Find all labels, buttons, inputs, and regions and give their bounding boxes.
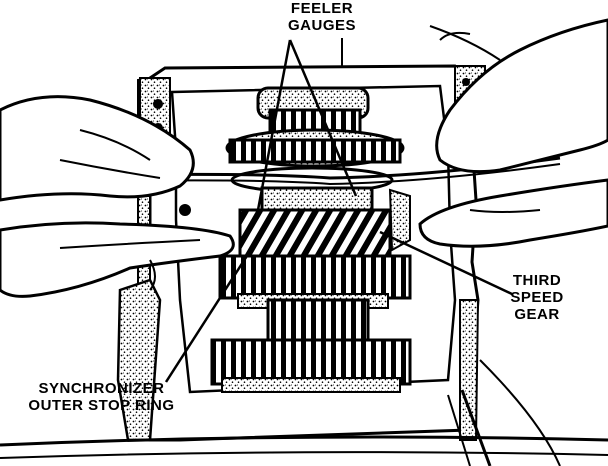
leader-lines: [164, 39, 513, 383]
label-feeler-line-2: GAUGES: [287, 17, 356, 34]
left-hand-lower: [0, 221, 235, 298]
label-feeler-gauges: FEELER GAUGES: [262, 0, 382, 34]
label-sync-line-1: SYNCHRONIZER: [38, 380, 165, 397]
label-third-speed-gear: THIRD SPEED GEAR: [502, 272, 572, 323]
right-hand: [418, 18, 608, 248]
left-hand-upper: [0, 95, 195, 216]
label-synchronizer-outer-stop-ring: SYNCHRONIZER OUTER STOP RING: [14, 380, 189, 414]
label-third-line-2: SPEED: [510, 289, 564, 306]
label-sync-line-2: OUTER STOP RING: [28, 397, 175, 414]
label-third-line-1: THIRD: [512, 272, 562, 289]
label-third-line-3: GEAR: [514, 306, 560, 323]
label-feeler-line-1: FEELER: [290, 0, 354, 17]
transmission-case: [0, 38, 608, 466]
gear-stack: [210, 86, 412, 393]
